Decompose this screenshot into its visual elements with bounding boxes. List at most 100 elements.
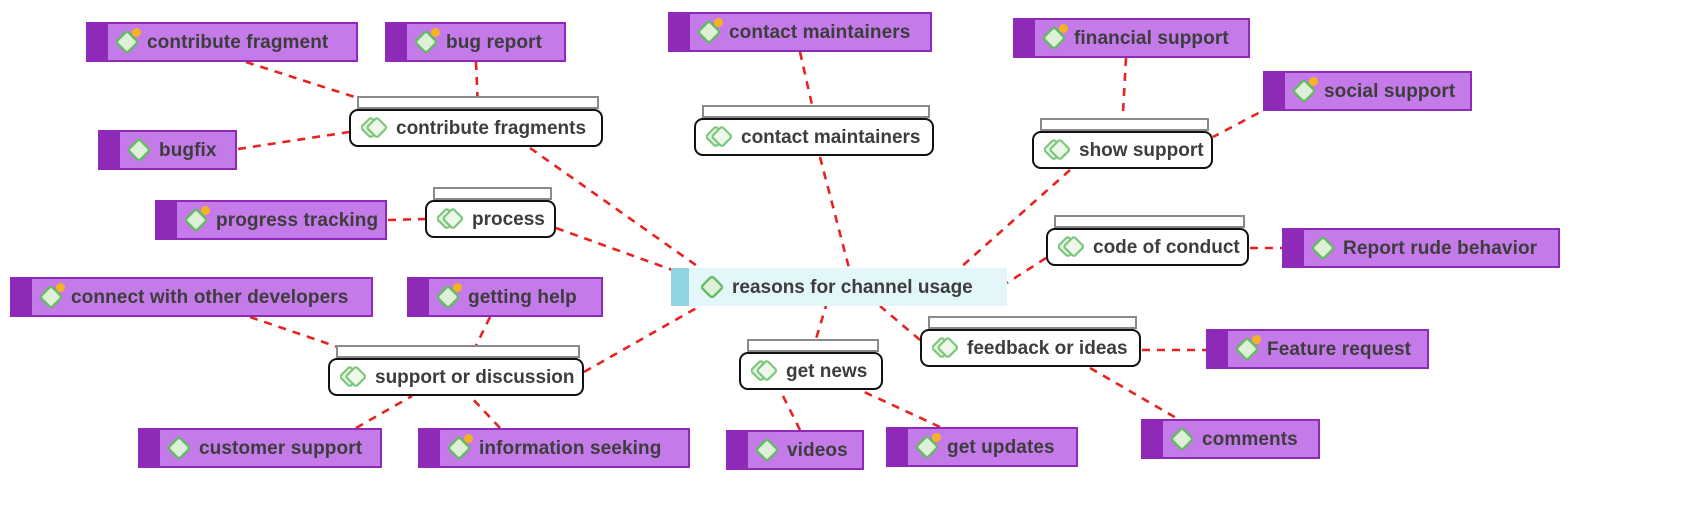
node-contribute-fragments[interactable]: contribute fragments <box>349 96 603 147</box>
diamond-icon <box>1234 335 1261 362</box>
edge-code-of-conduct-to-root <box>1006 256 1047 285</box>
node-get-news[interactable]: get news <box>739 339 883 390</box>
leaf-accent-bar <box>886 427 908 467</box>
edge-bugfix-to-contribute-fragments <box>237 130 350 151</box>
leaf-accent-bar <box>668 12 690 52</box>
node-connect-with-other-developers[interactable]: connect with other developers <box>10 277 373 317</box>
diamond-icon <box>699 274 725 300</box>
node-label: get news <box>786 360 868 382</box>
container-header-bar <box>357 96 599 109</box>
node-label: social support <box>1324 80 1456 102</box>
leaf-accent-bar <box>407 277 429 317</box>
root-node-root[interactable]: reasons for channel usage <box>671 268 1007 306</box>
leaf-accent-bar <box>1282 228 1304 268</box>
leaf-accent-bar <box>138 428 160 468</box>
node-label: get updates <box>947 436 1055 458</box>
node-label: financial support <box>1074 27 1229 49</box>
badge-dot-icon <box>1059 24 1068 33</box>
double-diamond-icon <box>340 364 368 390</box>
leaf-accent-bar <box>98 130 120 170</box>
node-social-support[interactable]: social support <box>1263 71 1472 111</box>
node-feature-request[interactable]: Feature request <box>1206 329 1429 369</box>
leaf-accent-bar <box>1206 329 1228 369</box>
edge-customer-support-to-support-or-discussion <box>355 394 413 430</box>
node-label: progress tracking <box>216 209 379 231</box>
badge-dot-icon <box>1309 77 1318 86</box>
badge-dot-icon <box>464 434 473 443</box>
node-label: support or discussion <box>375 366 575 388</box>
leaf-accent-bar <box>418 428 440 468</box>
node-contact-maintainers-leaf[interactable]: contact maintainers <box>668 12 932 52</box>
node-label: Report rude behavior <box>1343 237 1538 259</box>
node-label: contribute fragments <box>396 117 587 139</box>
leaf-accent-bar <box>1013 18 1035 58</box>
leaf-accent-bar <box>86 22 108 62</box>
diamond-icon <box>914 433 941 460</box>
node-financial-support[interactable]: financial support <box>1013 18 1250 58</box>
node-contribute-fragment[interactable]: contribute fragment <box>86 22 358 62</box>
node-show-support[interactable]: show support <box>1032 118 1213 169</box>
container-header-bar <box>747 339 879 352</box>
leaf-accent-bar <box>385 22 407 62</box>
badge-dot-icon <box>201 206 210 215</box>
diamond-icon <box>435 283 462 310</box>
diamond-icon <box>38 283 65 310</box>
container-header-bar <box>1054 215 1245 228</box>
badge-dot-icon <box>431 28 440 37</box>
container-header-bar <box>336 345 580 358</box>
node-label: connect with other developers <box>71 286 349 308</box>
leaf-accent-bar <box>10 277 32 317</box>
leaf-accent-bar <box>1141 419 1163 459</box>
edge-information-seeking-to-support-or-discussion <box>469 395 501 429</box>
node-label: code of conduct <box>1093 236 1240 258</box>
node-report-rude-behavior[interactable]: Report rude behavior <box>1282 228 1560 268</box>
node-customer-support[interactable]: customer support <box>138 428 382 468</box>
leaf-accent-bar <box>1263 71 1285 111</box>
node-label: bugfix <box>159 139 217 161</box>
diamond-icon <box>413 28 440 55</box>
node-bugfix[interactable]: bugfix <box>98 130 237 170</box>
node-getting-help[interactable]: getting help <box>407 277 603 317</box>
edge-videos-to-get-news <box>778 389 802 431</box>
node-get-updates[interactable]: get updates <box>886 427 1078 467</box>
leaf-accent-bar <box>155 200 177 240</box>
node-information-seeking[interactable]: information seeking <box>418 428 690 468</box>
node-process[interactable]: process <box>425 187 556 238</box>
diamond-icon <box>754 437 780 463</box>
leaf-accent-bar <box>726 430 748 470</box>
container-header-bar <box>1040 118 1209 131</box>
diamond-icon <box>1310 235 1336 261</box>
double-diamond-icon <box>706 124 734 150</box>
node-contact-maintainers[interactable]: contact maintainers <box>694 105 934 156</box>
edge-progress-tracking-to-process <box>387 217 426 222</box>
node-feedback-or-ideas[interactable]: feedback or ideas <box>920 316 1141 367</box>
badge-dot-icon <box>714 18 723 27</box>
badge-dot-icon <box>132 28 141 37</box>
node-label: contribute fragment <box>147 31 329 53</box>
root-accent-bar <box>671 268 689 306</box>
diamond-icon <box>1041 24 1068 51</box>
diamond-icon <box>114 28 141 55</box>
node-code-of-conduct[interactable]: code of conduct <box>1046 215 1249 266</box>
node-label: contact maintainers <box>729 21 911 43</box>
diamond-icon <box>166 435 192 461</box>
node-label: customer support <box>199 437 363 459</box>
diamond-icon <box>696 18 723 45</box>
node-comments[interactable]: comments <box>1141 419 1320 459</box>
edge-contact-maintainers-to-root <box>818 156 851 269</box>
double-diamond-icon <box>1044 137 1072 163</box>
diamond-icon <box>183 206 210 233</box>
node-progress-tracking[interactable]: progress tracking <box>155 200 387 240</box>
node-videos[interactable]: videos <box>726 430 864 470</box>
node-label: show support <box>1079 139 1204 161</box>
badge-dot-icon <box>1252 335 1261 344</box>
node-label: bug report <box>446 31 542 53</box>
double-diamond-icon <box>751 358 779 384</box>
container-header-bar <box>433 187 552 200</box>
node-bug-report[interactable]: bug report <box>385 22 566 62</box>
node-support-or-discussion[interactable]: support or discussion <box>328 345 584 396</box>
double-diamond-icon <box>361 115 389 141</box>
node-label: feedback or ideas <box>967 337 1128 359</box>
badge-dot-icon <box>453 283 462 292</box>
